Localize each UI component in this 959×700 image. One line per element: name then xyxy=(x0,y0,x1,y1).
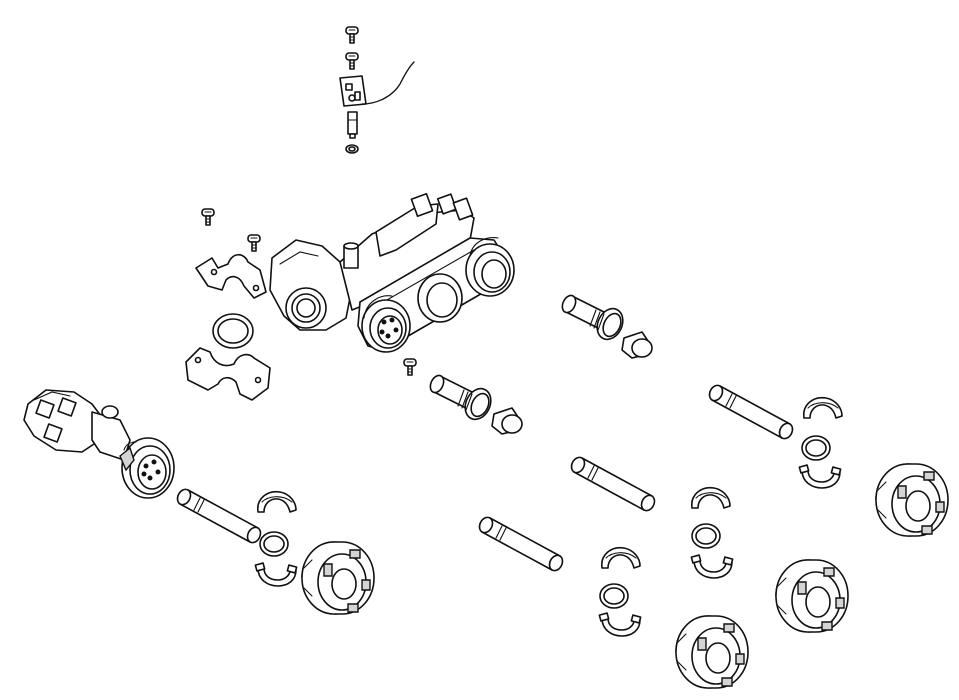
clamp-clip-icon xyxy=(186,348,270,400)
o-ring-icon xyxy=(213,314,253,348)
end-cap-icon xyxy=(491,331,653,435)
sensor-probe-icon xyxy=(340,26,414,153)
valve-body-icon xyxy=(270,194,514,352)
bypass-valve-icon xyxy=(24,390,174,498)
clamp-clip-icon xyxy=(196,255,266,298)
